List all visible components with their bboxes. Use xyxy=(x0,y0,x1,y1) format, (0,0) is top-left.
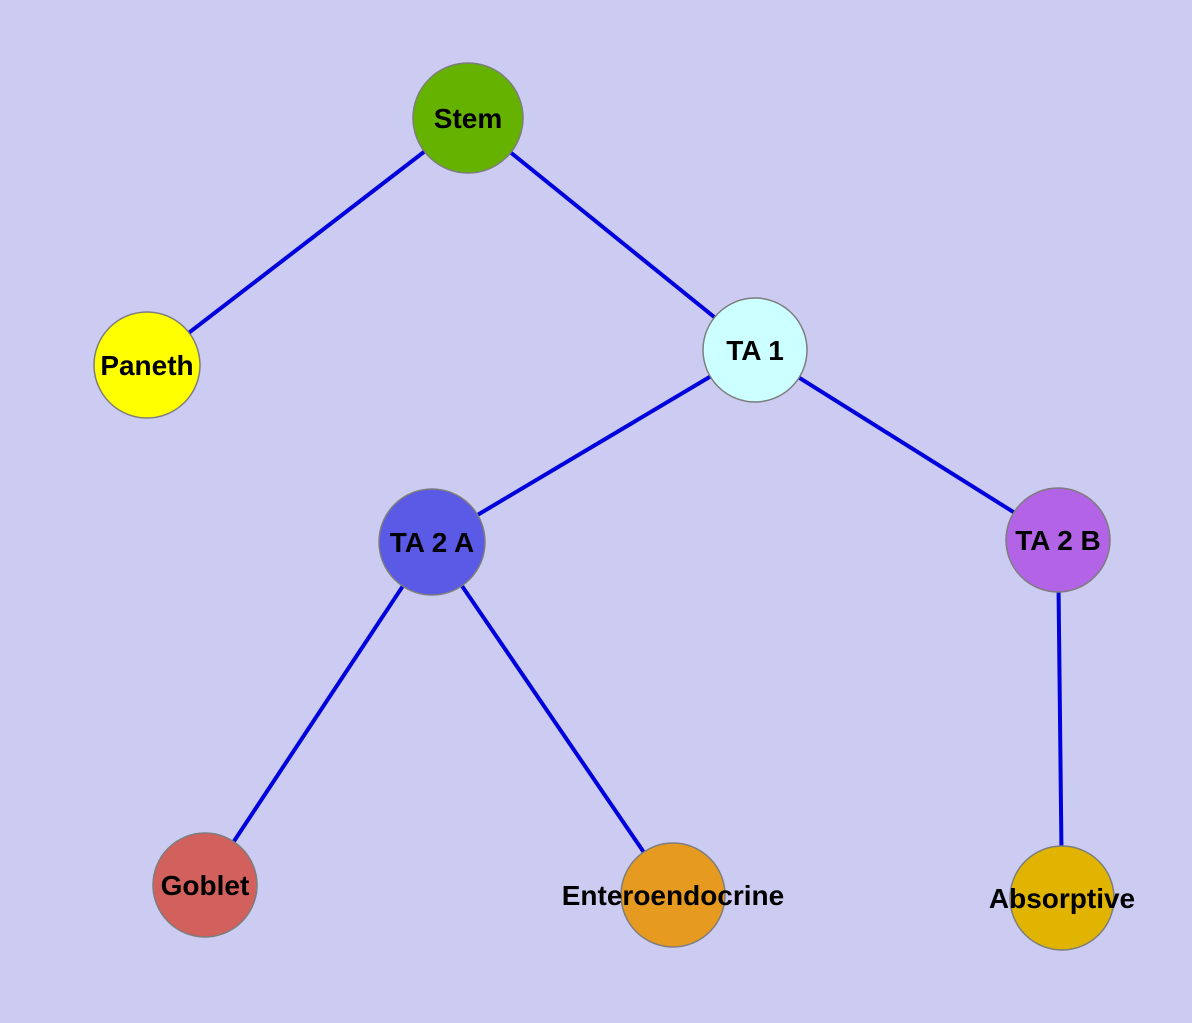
node-ta1 xyxy=(702,297,808,403)
edge-stem-ta1 xyxy=(466,116,757,352)
node-goblet xyxy=(152,832,258,938)
edges-layer xyxy=(145,116,1064,899)
node-enteroendocrine xyxy=(620,842,726,948)
node-paneth xyxy=(93,311,201,419)
nodes-layer xyxy=(93,62,1115,951)
edge-stem-paneth xyxy=(145,116,470,367)
edge-ta2a-enteroendocrine xyxy=(430,540,675,897)
node-ta2a xyxy=(378,488,486,596)
node-stem xyxy=(412,62,524,174)
edge-ta2b-absorptive xyxy=(1056,539,1064,899)
edge-ta1-ta2b xyxy=(753,348,1060,542)
edge-ta1-ta2a xyxy=(430,348,757,544)
node-ta2b xyxy=(1005,487,1111,593)
edge-ta2a-goblet xyxy=(203,540,434,887)
node-absorptive xyxy=(1009,845,1115,951)
